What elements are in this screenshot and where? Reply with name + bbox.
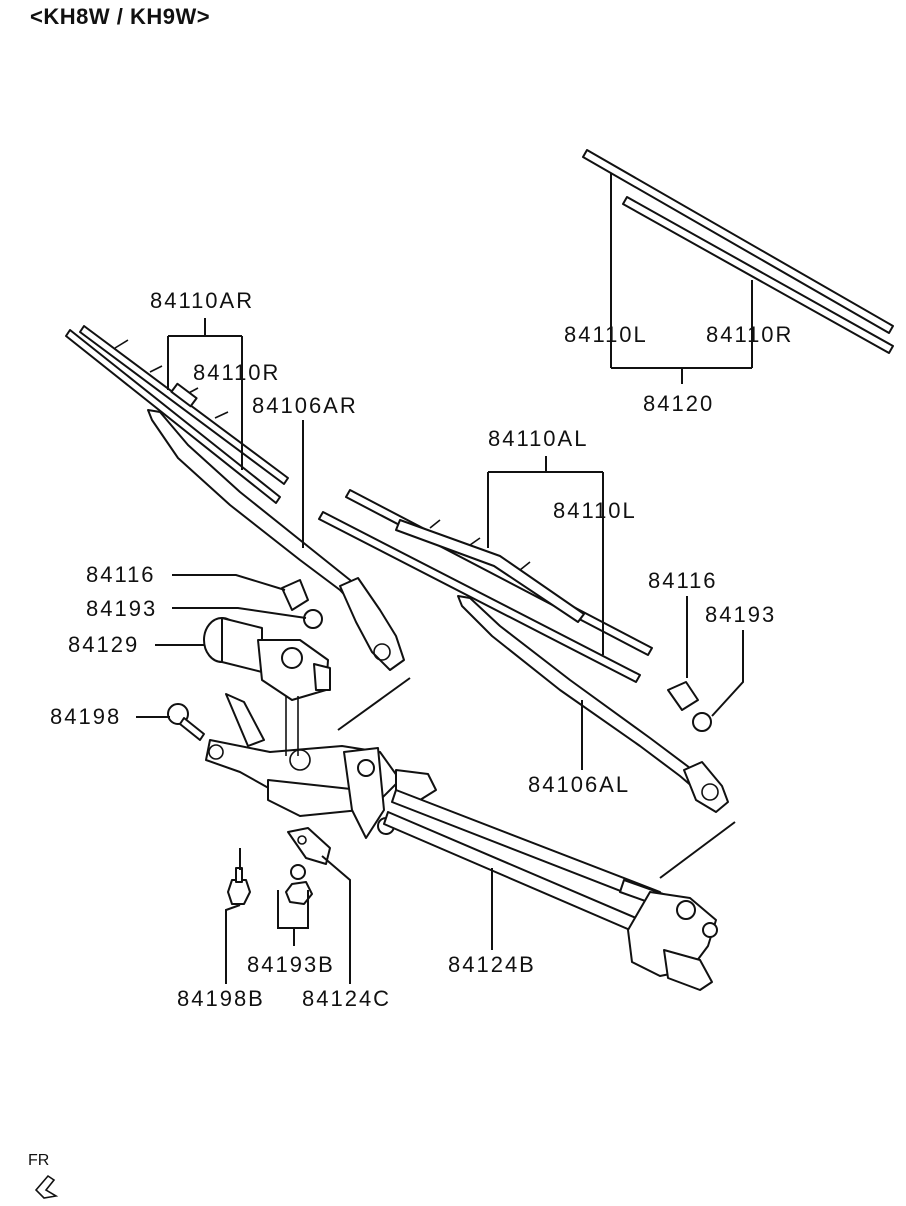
label-84116-right: 84116 <box>86 562 156 587</box>
small-bracket <box>287 827 331 865</box>
part-labels: 84110AR 84110R 84106AR 84116 84193 84129… <box>50 288 793 1011</box>
pivot-caps <box>281 579 712 732</box>
label-84110L-left-blade: 84110L <box>553 498 637 523</box>
wiper-linkage-frame <box>205 693 437 839</box>
left-wiper-blade <box>318 489 653 683</box>
label-84110AR: 84110AR <box>150 288 254 313</box>
label-84124C: 84124C <box>302 986 391 1011</box>
right-wiper-blade <box>65 325 289 504</box>
right-wiper-arm <box>147 409 405 671</box>
label-84198B: 84198B <box>177 986 265 1011</box>
label-84193B: 84193B <box>247 952 335 977</box>
diagram-title: <KH8W / KH9W> <box>30 4 211 29</box>
mount-bolt <box>167 703 205 741</box>
label-84193-right: 84193 <box>86 596 157 621</box>
left-pivot-assembly <box>627 891 718 991</box>
label-84110R-refill: 84110R <box>706 322 793 347</box>
link-rods <box>383 789 681 937</box>
leader-lines <box>136 173 753 984</box>
left-wiper-arm <box>457 595 729 813</box>
refill-strips <box>582 149 894 354</box>
label-84116-left: 84116 <box>648 568 718 593</box>
label-84110R-right-blade: 84110R <box>193 360 280 385</box>
label-84110L-refill: 84110L <box>564 322 648 347</box>
label-84198: 84198 <box>50 704 121 729</box>
label-84110AL: 84110AL <box>488 426 588 451</box>
front-arrow-icon <box>34 1174 59 1199</box>
small-bolt <box>227 867 251 905</box>
small-nut <box>285 864 313 905</box>
label-84106AL: 84106AL <box>528 772 630 797</box>
front-direction-label: FR <box>28 1152 50 1169</box>
wiper-motor <box>203 617 331 701</box>
label-84129: 84129 <box>68 632 139 657</box>
label-84124B: 84124B <box>448 952 536 977</box>
label-84193-left: 84193 <box>705 602 776 627</box>
label-84106AR: 84106AR <box>252 393 358 418</box>
label-84120: 84120 <box>643 391 714 416</box>
